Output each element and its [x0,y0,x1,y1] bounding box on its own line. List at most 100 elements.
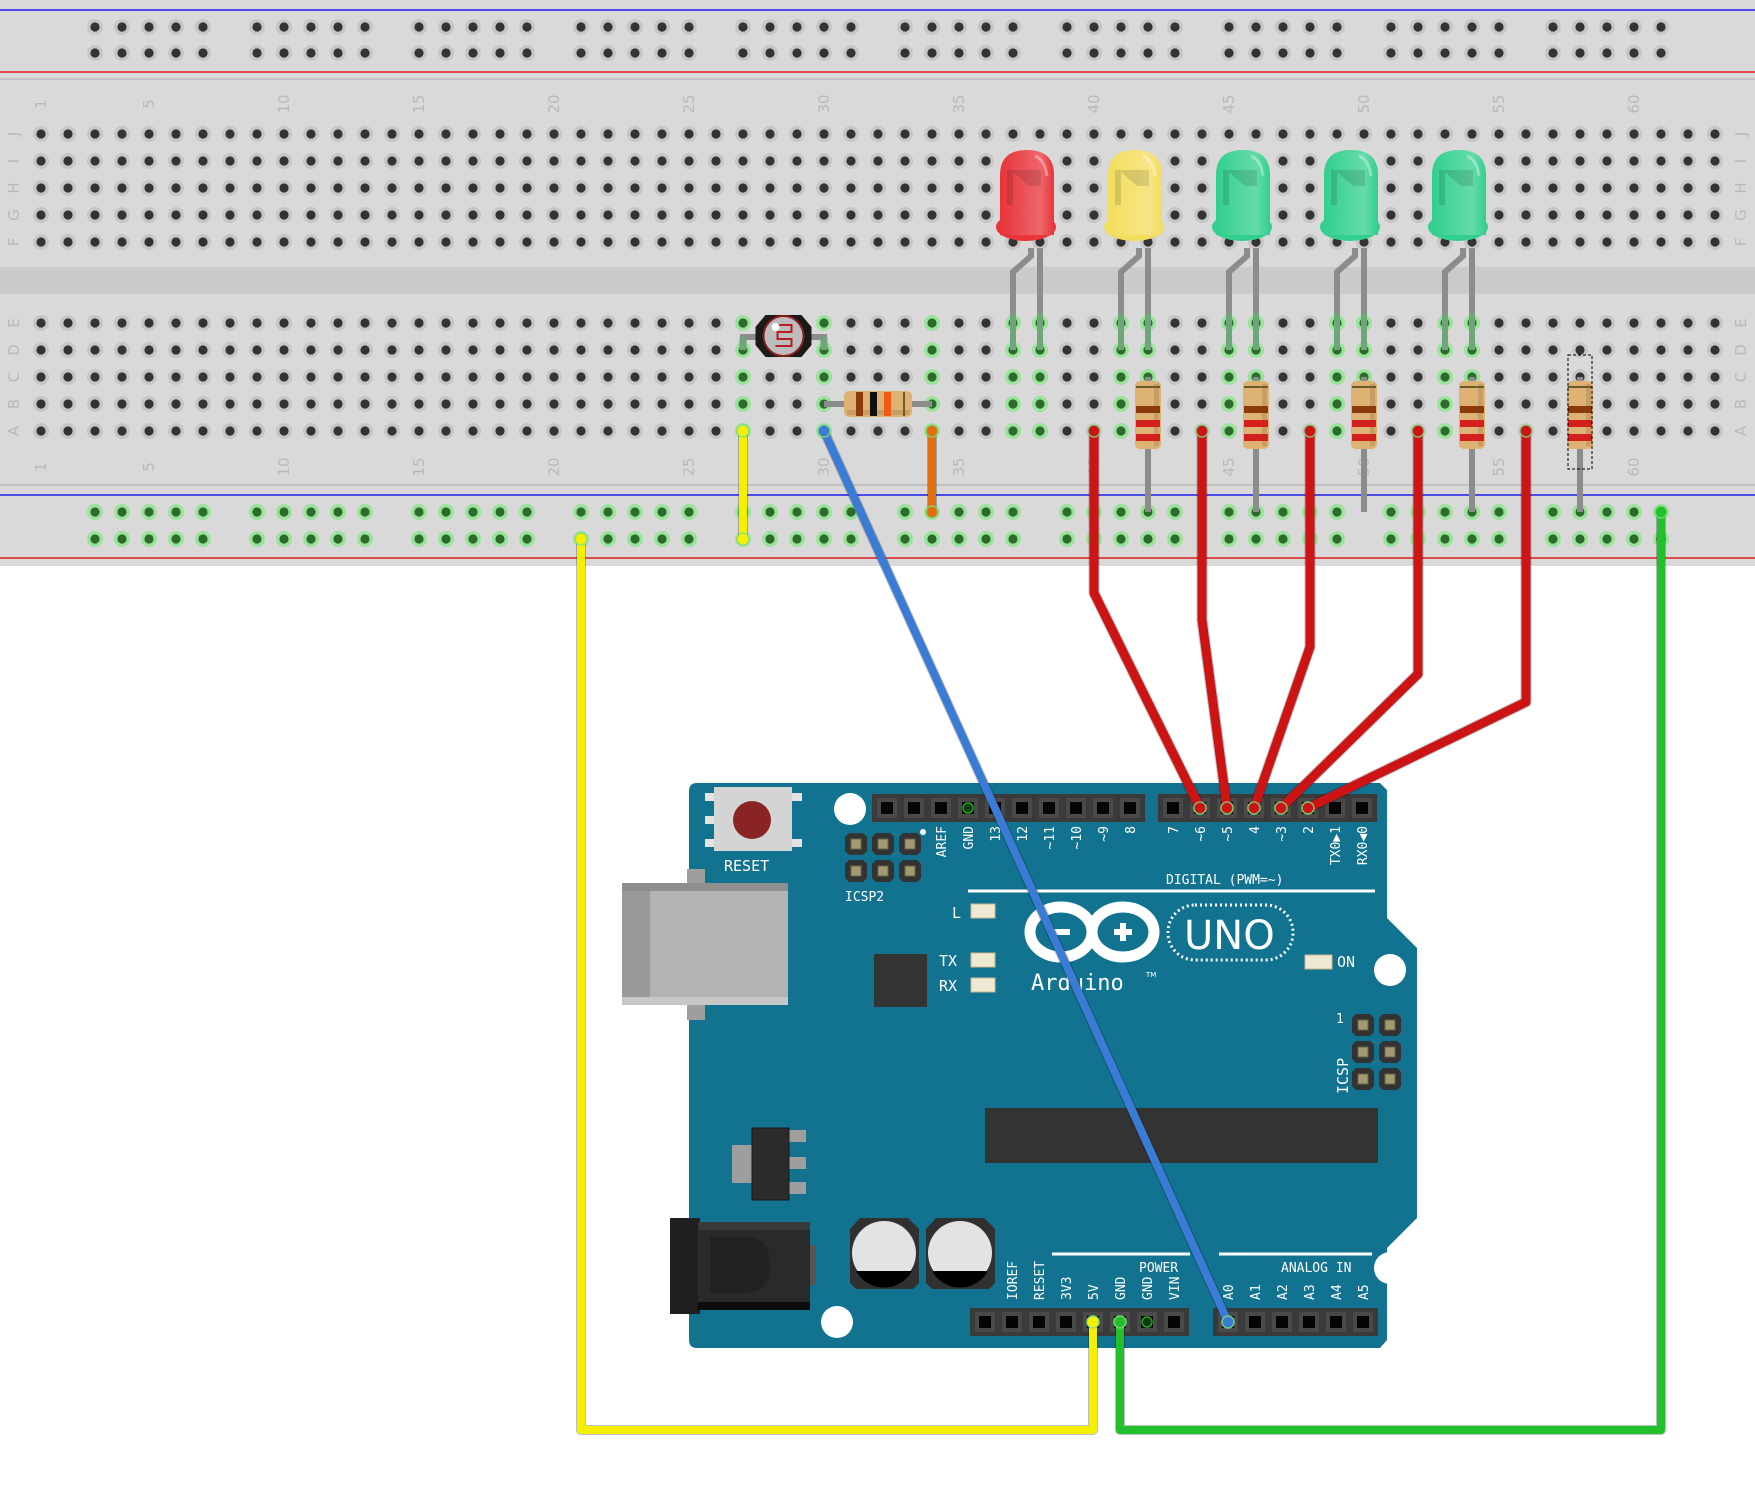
breadboard-hole[interactable] [384,234,400,250]
breadboard-hole[interactable] [465,369,481,385]
breadboard-hole[interactable] [303,234,319,250]
breadboard-hole[interactable] [141,207,157,223]
breadboard-hole[interactable] [1194,396,1210,412]
breadboard-hole[interactable] [789,423,805,439]
breadboard-hole[interactable] [87,207,103,223]
rail-hole[interactable] [276,504,292,520]
breadboard-hole[interactable] [546,369,562,385]
rail-hole[interactable] [330,45,346,61]
rail-hole[interactable] [897,531,913,547]
rail-hole[interactable] [87,45,103,61]
rail-hole[interactable] [1626,19,1642,35]
breadboard-hole[interactable] [222,396,238,412]
breadboard-hole[interactable] [1599,126,1615,142]
rail-hole[interactable] [1329,531,1345,547]
breadboard-hole[interactable] [870,126,886,142]
breadboard-hole[interactable] [411,207,427,223]
breadboard-hole[interactable] [492,153,508,169]
breadboard-hole[interactable] [546,234,562,250]
breadboard-hole[interactable] [870,315,886,331]
breadboard-hole[interactable] [357,234,373,250]
breadboard-hole[interactable] [789,153,805,169]
breadboard-hole[interactable] [870,423,886,439]
breadboard-hole[interactable] [168,396,184,412]
breadboard-hole[interactable] [276,180,292,196]
breadboard-hole[interactable] [1383,369,1399,385]
breadboard-hole[interactable] [1383,342,1399,358]
header-pin-9[interactable] [1093,798,1113,818]
reset-button[interactable] [705,787,802,851]
breadboard-hole[interactable] [222,126,238,142]
breadboard-hole[interactable] [1302,207,1318,223]
breadboard-hole[interactable] [1059,180,1075,196]
breadboard-hole[interactable] [114,126,130,142]
rail-hole[interactable] [249,45,265,61]
breadboard-hole[interactable] [1194,126,1210,142]
rail-hole[interactable] [465,45,481,61]
breadboard-hole[interactable] [1599,342,1615,358]
rail-hole[interactable] [1626,45,1642,61]
breadboard-hole[interactable] [735,315,751,331]
breadboard-hole[interactable] [627,180,643,196]
breadboard-hole[interactable] [330,342,346,358]
breadboard-hole[interactable] [438,207,454,223]
breadboard-hole[interactable] [1032,423,1048,439]
breadboard-hole[interactable] [303,423,319,439]
breadboard-hole[interactable] [168,126,184,142]
resistor-ground-jumper[interactable] [925,424,939,519]
photoresistor[interactable] [739,315,828,357]
breadboard-hole[interactable] [33,396,49,412]
breadboard-hole[interactable] [276,153,292,169]
rail-hole[interactable] [897,504,913,520]
breadboard-hole[interactable] [1032,396,1048,412]
breadboard-hole[interactable] [33,126,49,142]
breadboard-hole[interactable] [438,315,454,331]
rail-hole[interactable] [1248,45,1264,61]
breadboard-hole[interactable] [843,126,859,142]
breadboard-hole[interactable] [1086,126,1102,142]
breadboard-hole[interactable] [573,126,589,142]
breadboard-hole[interactable] [1491,342,1507,358]
breadboard-hole[interactable] [978,207,994,223]
breadboard-hole[interactable] [1059,207,1075,223]
breadboard-hole[interactable] [708,423,724,439]
rail-hole[interactable] [600,504,616,520]
breadboard-hole[interactable] [789,126,805,142]
ldr-resistor[interactable] [824,391,932,417]
breadboard-hole[interactable] [1572,180,1588,196]
breadboard-hole[interactable] [816,207,832,223]
header-pin-aref[interactable] [931,798,951,818]
breadboard-hole[interactable] [1653,180,1669,196]
breadboard-hole[interactable] [1545,342,1561,358]
breadboard-hole[interactable] [60,126,76,142]
breadboard-hole[interactable] [600,315,616,331]
rail-hole[interactable] [1140,531,1156,547]
breadboard-hole[interactable] [1086,369,1102,385]
breadboard-hole[interactable] [1167,342,1183,358]
breadboard-hole[interactable] [573,369,589,385]
breadboard-hole[interactable] [465,234,481,250]
rail-hole[interactable] [843,531,859,547]
rail-hole[interactable] [600,531,616,547]
breadboard-hole[interactable] [1518,342,1534,358]
header-pin-a1[interactable] [1245,1312,1265,1332]
rail-hole[interactable] [492,19,508,35]
breadboard-hole[interactable] [681,315,697,331]
rail-hole[interactable] [1545,531,1561,547]
breadboard-hole[interactable] [33,423,49,439]
breadboard-hole[interactable] [600,369,616,385]
rail-hole[interactable] [1329,45,1345,61]
breadboard-hole[interactable] [1680,126,1696,142]
breadboard-hole[interactable] [141,234,157,250]
rail-hole[interactable] [465,504,481,520]
rail-hole[interactable] [87,531,103,547]
rail-hole[interactable] [573,504,589,520]
breadboard-hole[interactable] [384,153,400,169]
rail-hole[interactable] [951,531,967,547]
rail-hole[interactable] [1086,45,1102,61]
breadboard-hole[interactable] [1518,315,1534,331]
breadboard-hole[interactable] [762,207,778,223]
breadboard-hole[interactable] [951,153,967,169]
breadboard-hole[interactable] [438,234,454,250]
rail-hole[interactable] [438,531,454,547]
